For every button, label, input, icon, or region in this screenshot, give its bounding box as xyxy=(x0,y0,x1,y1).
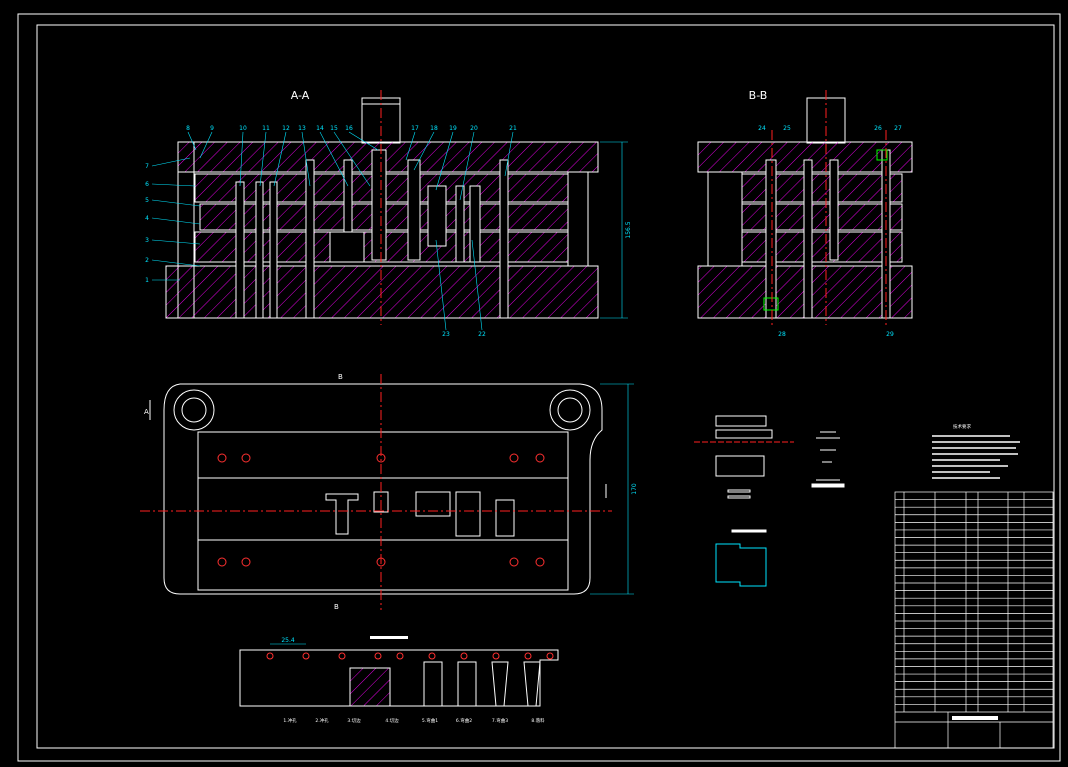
aa-part-number: 18 xyxy=(430,125,438,132)
strip-layout: 25.4 1.冲孔 2.冲孔 3.切边 4.切边 5.弯曲1 6.弯曲2 7.弯… xyxy=(239,636,559,724)
aa-height-dimension: 156.5 xyxy=(625,221,632,238)
bb-part-number: 27 xyxy=(894,125,902,132)
aa-part-number: 11 xyxy=(262,125,270,132)
aa-bottom-plate xyxy=(165,265,599,319)
aa-part-number: 20 xyxy=(470,125,478,132)
strip-pitch-dimension: 25.4 xyxy=(281,637,295,644)
plan-view: B B A 170 xyxy=(140,373,638,611)
marker-a-left: A xyxy=(144,408,149,416)
aa-part-number: 15 xyxy=(330,125,338,132)
strip-step-label: 6.弯曲2 xyxy=(456,717,472,724)
aa-die-plate xyxy=(194,231,584,263)
aa-part-number: 16 xyxy=(345,125,353,132)
parts-list xyxy=(894,491,1054,749)
aa-part-number: 2 xyxy=(145,257,149,264)
marker-b-top: B xyxy=(338,373,343,381)
aa-part-number: 7 xyxy=(145,163,149,170)
strip-step-label: 1.冲孔 xyxy=(283,717,297,724)
notes-title: 技术要求 xyxy=(953,423,971,430)
aa-top-plate xyxy=(177,141,599,173)
aa-part-number: 19 xyxy=(449,125,457,132)
aa-part-number: 17 xyxy=(411,125,419,132)
aa-part-number: 14 xyxy=(316,125,324,132)
bb-part-number: 25 xyxy=(783,125,791,132)
aa-part-number: 22 xyxy=(478,331,486,338)
aa-part-number: 21 xyxy=(509,125,517,132)
technical-notes: 技术要求 xyxy=(932,423,1020,479)
inner-frame xyxy=(36,24,1055,749)
aa-part-number: 1 xyxy=(145,277,149,284)
aa-part-number: 8 xyxy=(186,125,190,132)
strip-step-label: 2.冲孔 xyxy=(315,717,329,724)
bb-part-number: 26 xyxy=(874,125,882,132)
aa-part-number: 23 xyxy=(442,331,450,338)
aa-part-number: 9 xyxy=(210,125,214,132)
bb-part-number: 24 xyxy=(758,125,766,132)
strip-step-label: 7.弯曲3 xyxy=(492,717,508,724)
section-bb-view: B-B 24 25 26 27 28 29 xyxy=(697,89,913,338)
outer-frame xyxy=(17,13,1061,762)
plan-width-dimension: 170 xyxy=(631,483,638,495)
strip-step-label: 3.切边 xyxy=(347,717,361,724)
aa-part-number: 10 xyxy=(239,125,247,132)
strip-step-label: 8.落料 xyxy=(531,717,545,724)
bb-part-number: 29 xyxy=(886,331,894,338)
section-aa-title: A-A xyxy=(291,89,310,102)
strip-step-label: 4.切边 xyxy=(385,717,399,724)
aa-part-number: 4 xyxy=(145,215,149,222)
section-bb-title: B-B xyxy=(749,89,768,102)
section-aa-view: A-A xyxy=(145,89,632,338)
aa-part-number: 12 xyxy=(282,125,290,132)
aa-part-number: 5 xyxy=(145,197,149,204)
aa-punch-holder xyxy=(194,173,584,203)
aa-part-number: 13 xyxy=(298,125,306,132)
bb-part-number: 28 xyxy=(778,331,786,338)
aa-part-number: 3 xyxy=(145,237,149,244)
strip-step-label: 5.弯曲1 xyxy=(422,717,438,724)
aa-part-number: 6 xyxy=(145,181,149,188)
marker-b-bottom: B xyxy=(334,603,339,611)
detail-views xyxy=(694,415,845,587)
